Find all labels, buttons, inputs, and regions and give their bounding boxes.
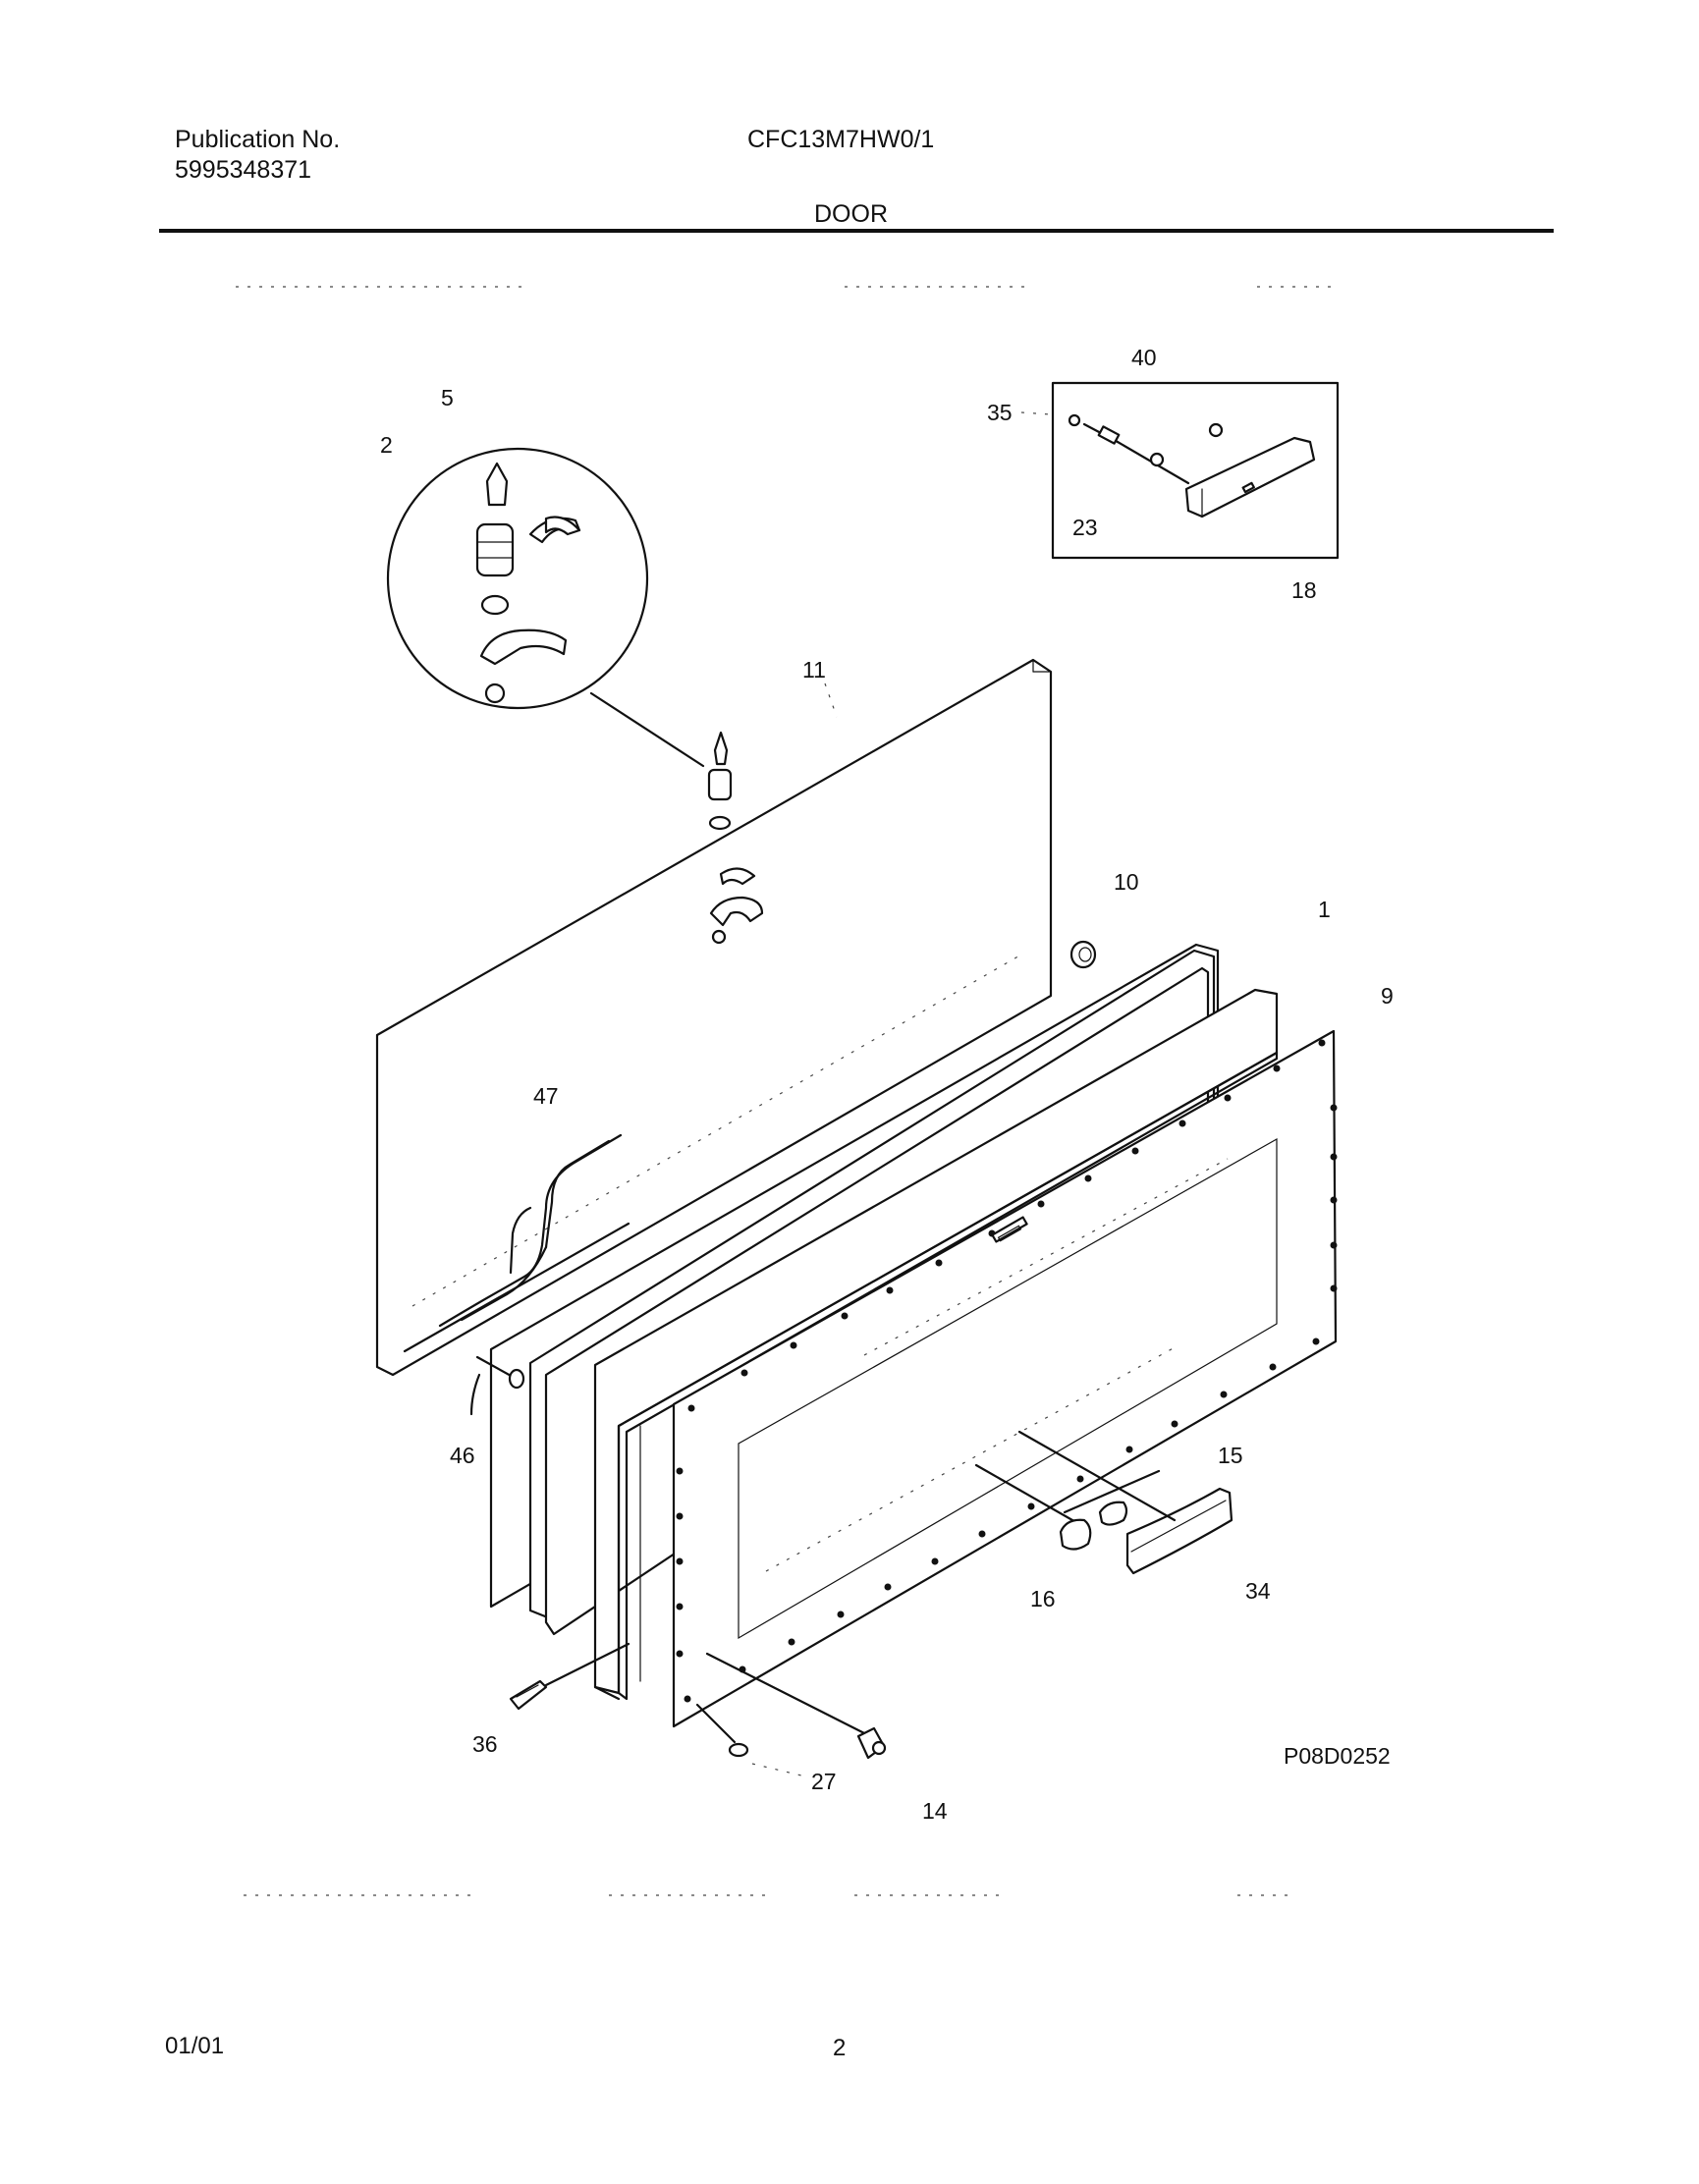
callout-1: 1 (1318, 897, 1331, 922)
left-screw-part (475, 1355, 525, 1390)
callout-18: 18 (1291, 577, 1317, 603)
door-outer-panel (375, 658, 1053, 1377)
callout-9: 9 (1381, 983, 1394, 1009)
model-number: CFC13M7HW0/1 (747, 126, 935, 153)
callout-46: 46 (450, 1443, 475, 1468)
callout-23: 23 (1072, 515, 1098, 540)
inner-door-panel (672, 1029, 1338, 1728)
callout-5: 5 (441, 385, 454, 410)
strike-bracket-part (509, 1642, 630, 1711)
panel-slot-marking (991, 1216, 1028, 1243)
publication-number: 5995348371 (175, 156, 312, 184)
figure-id: P08D0252 (1284, 1743, 1391, 1769)
page-number: 2 (833, 2035, 847, 2061)
header-rule (159, 229, 1554, 233)
callout-36: 36 (472, 1731, 498, 1757)
callout-16: 16 (1030, 1586, 1056, 1611)
scan-dashes (236, 286, 1336, 1896)
inset-box-lid-stay (1051, 381, 1340, 560)
door-bumper-part (1069, 940, 1097, 969)
hinge-detail-circle (386, 447, 705, 768)
section-title: DOOR (814, 200, 888, 228)
screw-part (695, 1652, 876, 1758)
heater-wire-part (403, 1133, 630, 1416)
footer-date: 01/01 (165, 2033, 225, 2059)
callout-10: 10 (1114, 869, 1139, 895)
callout-11: 11 (802, 657, 826, 682)
hinge-assembly-on-door (707, 731, 764, 945)
bolt-part (856, 1726, 887, 1760)
callout-14: 14 (922, 1798, 948, 1824)
callout-40: 40 (1131, 345, 1157, 370)
door-handle-part (974, 1430, 1233, 1575)
callout-leaders (751, 411, 1052, 1776)
callout-numbers: 5 2 40 35 23 18 11 10 1 9 47 46 15 34 16… (380, 345, 1394, 1824)
callout-15: 15 (1218, 1443, 1243, 1468)
publication-label: Publication No. (175, 126, 341, 153)
fastener-dots (676, 1039, 1338, 1703)
callout-47: 47 (533, 1083, 559, 1109)
callout-27: 27 (811, 1769, 837, 1794)
callout-35: 35 (987, 400, 1013, 425)
callout-34: 34 (1245, 1578, 1271, 1604)
callout-2: 2 (380, 432, 393, 458)
